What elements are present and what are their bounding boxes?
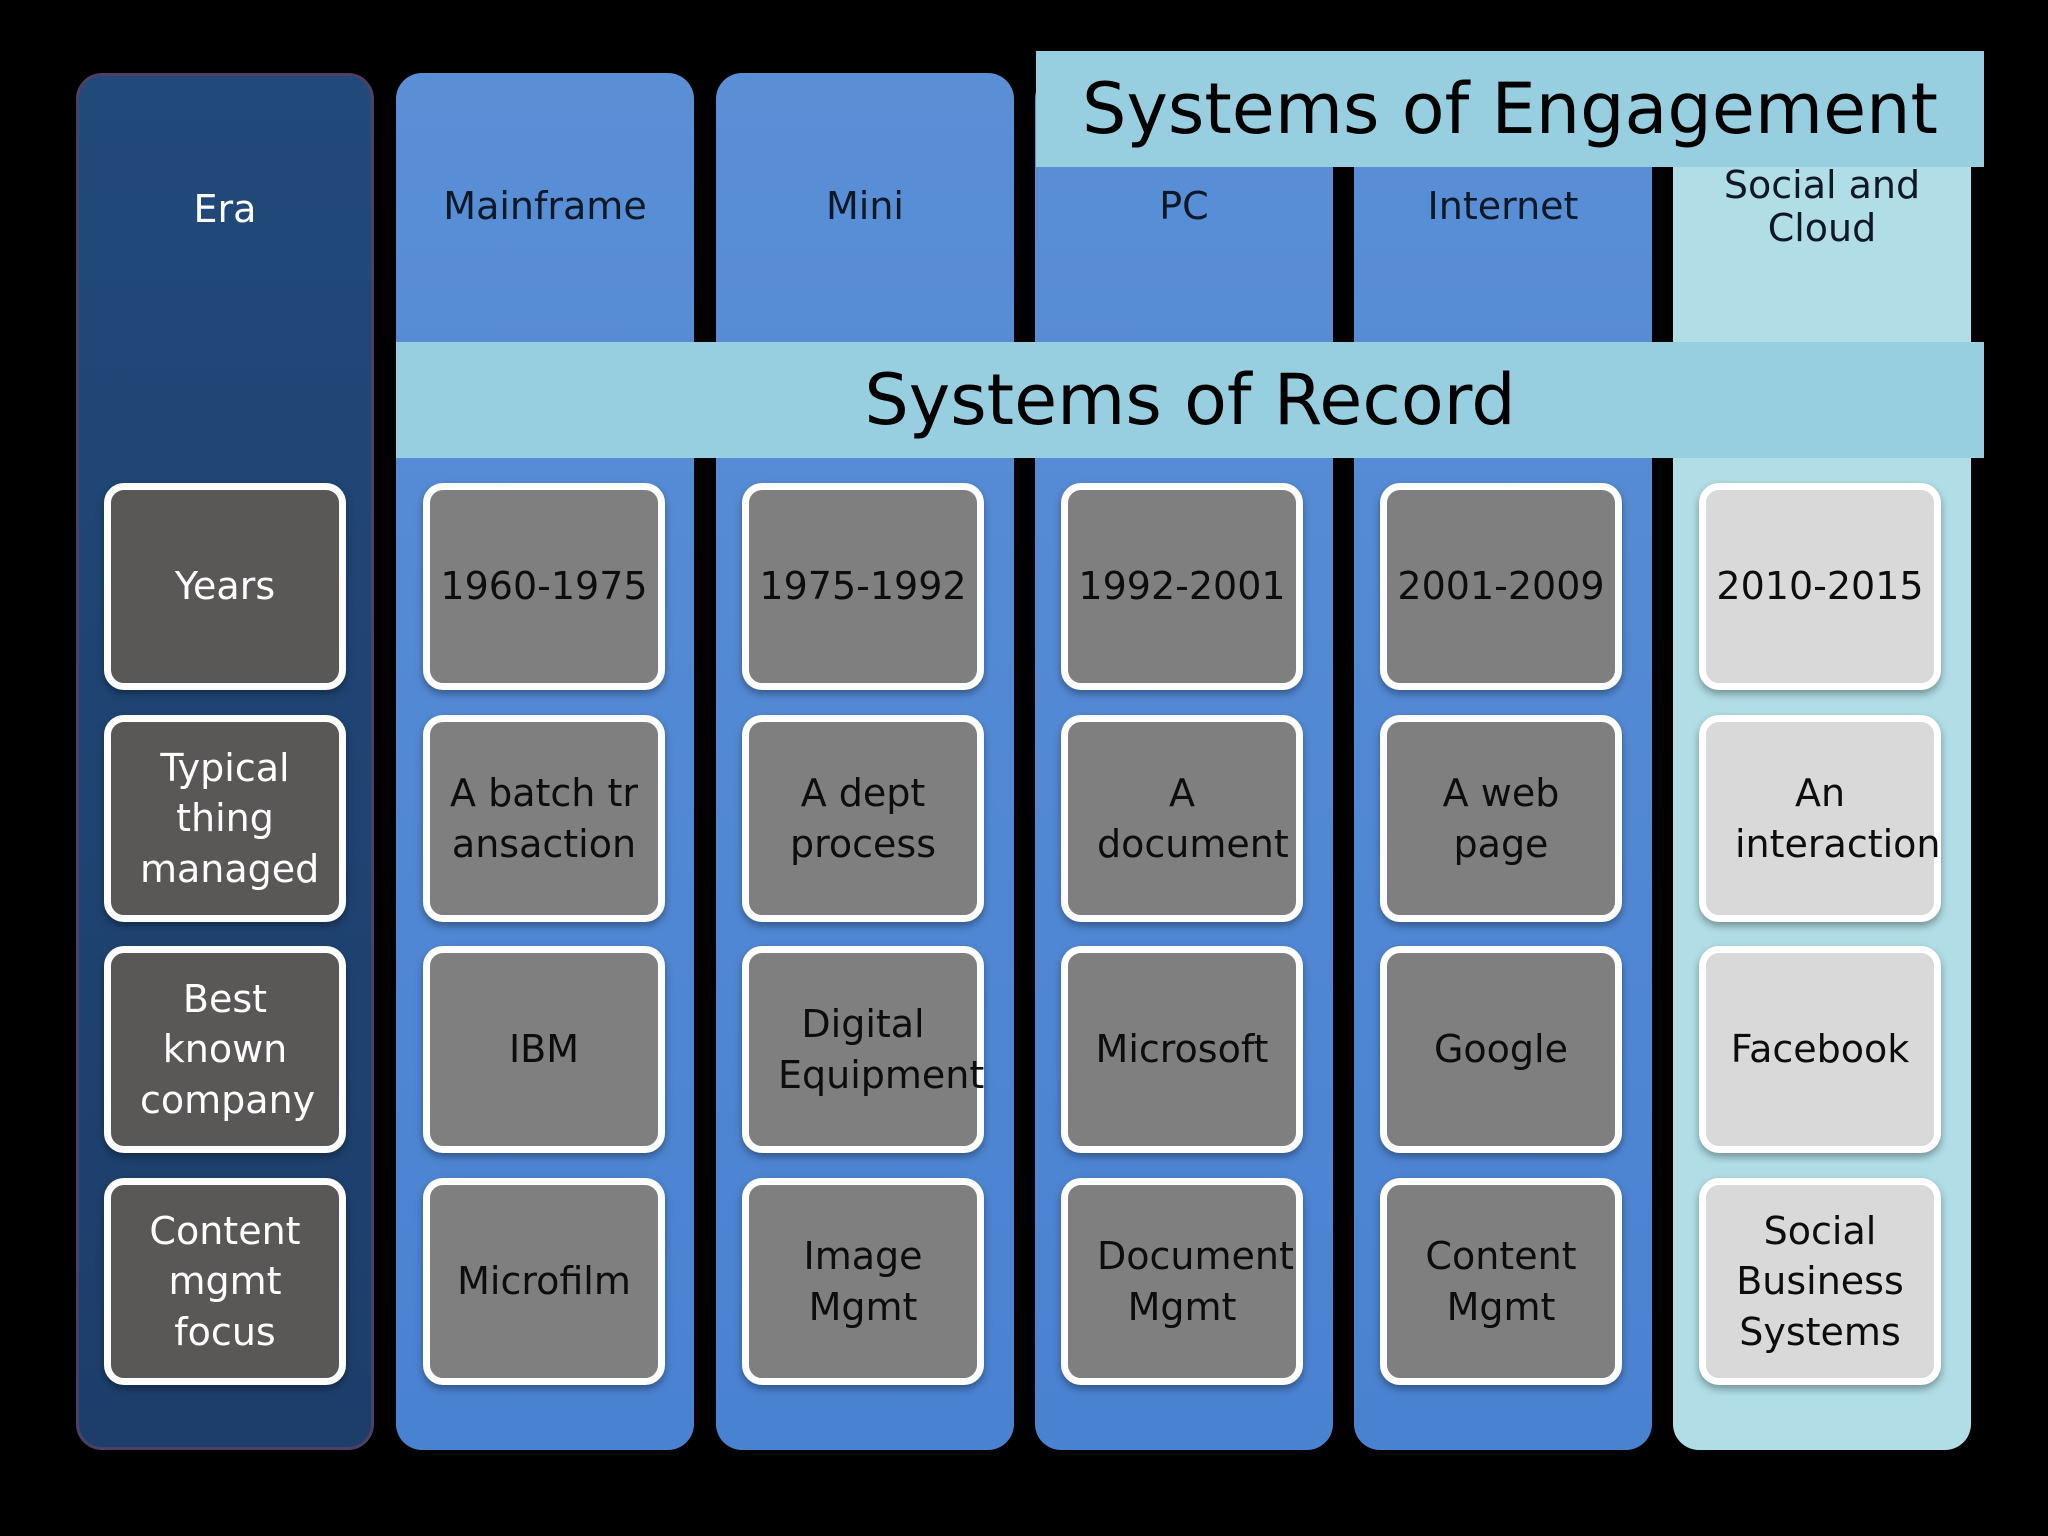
mini-cell-thing-managed: A dept process: [742, 715, 984, 922]
pc-cell-thing-managed-text: A document: [1097, 771, 1289, 866]
mini-cell-content-focus: Image Mgmt: [742, 1178, 984, 1385]
pc-cell-company-text: Microsoft: [1095, 1027, 1269, 1072]
mainframe-cell-years: 1960-1975: [423, 483, 665, 690]
era-cell-content-focus-text: Content mgmt focus: [149, 1209, 301, 1354]
internet-cell-company-text: Google: [1433, 1027, 1568, 1072]
era-cell-company: Best known company: [104, 946, 346, 1153]
social-cloud-cell-thing-managed: An interaction: [1699, 715, 1941, 922]
era-cell-years-text: Years: [174, 564, 276, 609]
internet-cell-content-focus: Content Mgmt: [1380, 1178, 1622, 1385]
mainframe-cell-content-focus: Microfilm: [423, 1178, 665, 1385]
pc-cell-company: Microsoft: [1061, 946, 1303, 1153]
pc-cell-years: 1992-2001: [1061, 483, 1303, 690]
systems-of-engagement-band: Systems of Engagement: [1036, 51, 1984, 167]
systems-of-record-band: Systems of Record: [396, 342, 1984, 458]
social-cloud-cell-thing-managed-text: An interaction: [1735, 771, 1941, 866]
social-cloud-cell-years-text: 2010-2015: [1716, 564, 1924, 609]
mainframe-column-label: Mainframe: [443, 184, 647, 229]
era-cell-thing-managed: Typical thing managed: [104, 715, 346, 922]
mainframe-cell-company: IBM: [423, 946, 665, 1153]
mainframe-cell-years-text: 1960-1975: [440, 564, 648, 609]
pc-cell-content-focus: Document Mgmt: [1061, 1178, 1303, 1385]
mini-cell-company-text: Digital Equipment: [778, 1002, 985, 1097]
social-cloud-cell-company: Facebook: [1699, 946, 1941, 1153]
internet-cell-thing-managed: A web page: [1380, 715, 1622, 922]
mini-cell-company: Digital Equipment: [742, 946, 984, 1153]
systems-of-engagement-label: Systems of Engagement: [1082, 68, 1938, 150]
mini-column-label: Mini: [826, 184, 904, 229]
mainframe-cell-thing-managed-text: A batch transaction: [450, 771, 638, 866]
internet-cell-years-text: 2001-2009: [1397, 564, 1605, 609]
era-cell-thing-managed-text: Typical thing managed: [140, 746, 320, 891]
era-cell-company-text: Best known company: [140, 977, 316, 1122]
internet-cell-thing-managed-text: A web page: [1442, 771, 1560, 866]
systems-of-record-label: Systems of Record: [864, 359, 1516, 441]
era-cell-content-focus: Content mgmt focus: [104, 1178, 346, 1385]
mini-cell-years-text: 1975-1992: [759, 564, 967, 609]
social-cloud-column-label: Social and Cloud: [1673, 73, 1971, 340]
internet-column-label: Internet: [1427, 184, 1579, 229]
era-column-label: Era: [193, 187, 257, 232]
mini-cell-years: 1975-1992: [742, 483, 984, 690]
internet-cell-company: Google: [1380, 946, 1622, 1153]
mainframe-cell-content-focus-text: Microfilm: [457, 1259, 631, 1304]
pc-column-label: PC: [1159, 184, 1209, 229]
mainframe-cell-thing-managed: A batch transaction: [423, 715, 665, 922]
era-cell-years: Years: [104, 483, 346, 690]
social-cloud-cell-company-text: Facebook: [1730, 1027, 1910, 1072]
pc-cell-years-text: 1992-2001: [1078, 564, 1286, 609]
pc-cell-content-focus-text: Document Mgmt: [1097, 1234, 1294, 1329]
internet-cell-years: 2001-2009: [1380, 483, 1622, 690]
social-cloud-cell-content-focus-text: Social Business Systems: [1736, 1209, 1904, 1354]
internet-cell-content-focus-text: Content Mgmt: [1425, 1234, 1577, 1329]
social-cloud-cell-years: 2010-2015: [1699, 483, 1941, 690]
mainframe-cell-company-text: IBM: [508, 1027, 580, 1072]
mini-cell-thing-managed-text: A dept process: [789, 771, 937, 866]
social-cloud-column-label-text: Social and Cloud: [1723, 162, 1921, 250]
pc-cell-thing-managed: A document: [1061, 715, 1303, 922]
mini-cell-content-focus-text: Image Mgmt: [803, 1234, 923, 1329]
social-cloud-cell-content-focus: Social Business Systems: [1699, 1178, 1941, 1385]
